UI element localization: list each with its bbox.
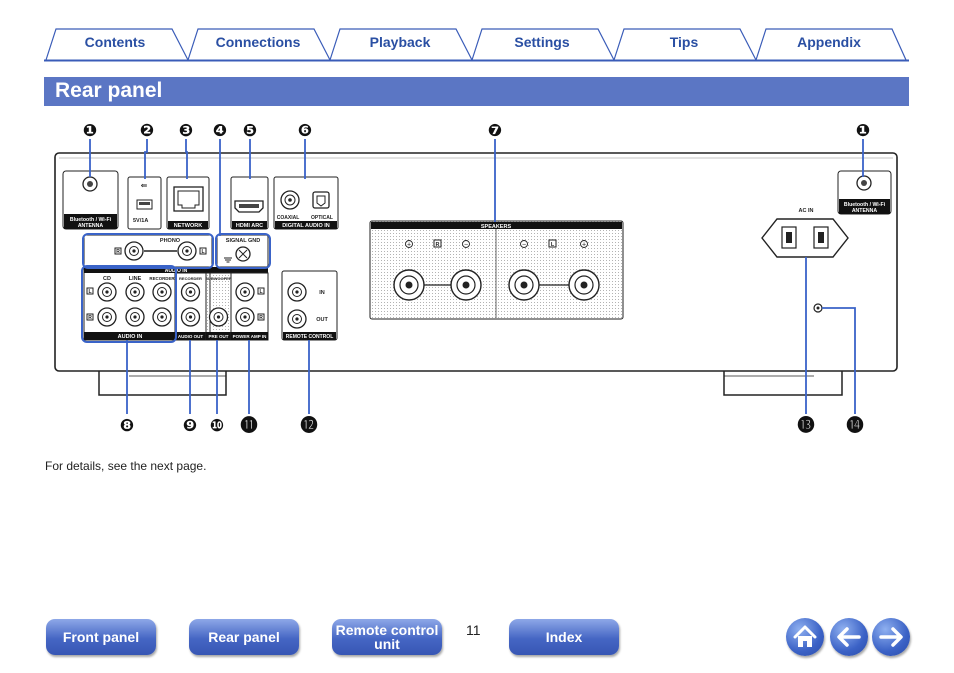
front-panel-label: Front panel [62, 629, 140, 645]
details-note: For details, see the next page. [45, 459, 207, 473]
subwoofer-label: SUBWOOFER [205, 276, 232, 281]
foot-right [723, 371, 843, 396]
antenna-left-label-2: ANTENNA [78, 223, 104, 229]
recorder-in-label: RECORDER [149, 276, 175, 281]
tab-connections[interactable]: Connections [215, 34, 301, 50]
highlight-audio-in [81, 265, 177, 343]
home-icon [793, 625, 817, 647]
power-amp-in-jacks[interactable] [235, 282, 255, 327]
rear-panel-diagram: Bluetooth / Wi-Fi ANTENNA ⇚ 5V/1A NETWOR… [54, 121, 898, 436]
pre-out-label: PRE OUT [208, 334, 228, 339]
rc-in-label: IN [319, 290, 325, 296]
callout-9: ❾ [183, 416, 197, 436]
power-amp-in-label: POWER AMP IN [233, 334, 267, 339]
remote-control-label: REMOTE CONTROL [286, 334, 334, 340]
rc-out-label: OUT [316, 317, 328, 323]
index-button[interactable]: Index [509, 619, 619, 655]
audio-in-l-mark: L [88, 289, 91, 295]
remote-control-label-line1: Remote control [335, 622, 439, 638]
tab-bar: Contents Connections Playback Settings T… [44, 26, 909, 62]
signal-gnd-label: SIGNAL GND [226, 238, 260, 244]
audio-in-bottom-label: AUDIO IN [118, 334, 143, 340]
audio-in-r-mark: R [88, 315, 92, 321]
forward-button[interactable] [872, 618, 910, 656]
highlight-phono [82, 233, 214, 269]
speaker-r-mark: R [436, 242, 440, 248]
arrow-left-icon [837, 627, 861, 647]
optical-label: OPTICAL [311, 215, 333, 221]
svg-text:+: + [407, 242, 411, 249]
recorder-out-label: RECORDER [179, 276, 202, 281]
phono-r-mark: R [116, 249, 120, 255]
page-number: 11 [466, 622, 481, 638]
hdmi-label: HDMI ARC [236, 223, 263, 229]
power-amp-r-mark: R [259, 315, 263, 321]
audio-out-jacks[interactable] [180, 282, 201, 327]
home-button[interactable] [786, 618, 824, 656]
index-label: Index [545, 629, 583, 645]
callout-1-right: ❶ [856, 121, 870, 141]
audio-out-label: AUDIO OUT [178, 334, 204, 339]
foot-left [98, 371, 227, 396]
tab-outlines [44, 28, 909, 62]
remote-control-jacks[interactable] [287, 282, 307, 329]
callout-10: ❿ [210, 416, 224, 436]
speaker-l-mark: L [551, 242, 555, 248]
back-button[interactable] [830, 618, 868, 656]
svg-text:−: − [522, 242, 526, 249]
power-amp-l-mark: L [259, 289, 262, 295]
svg-text:+: + [582, 242, 586, 249]
rear-panel-label: Rear panel [208, 629, 280, 645]
antenna-right-label-1: Bluetooth / Wi-Fi [844, 202, 886, 208]
remote-control-label-line2: unit [374, 636, 400, 652]
callout-12: ⓬ [301, 415, 318, 436]
line-label: LINE [129, 276, 142, 282]
antenna-left-label-1: Bluetooth / Wi-Fi [70, 217, 112, 223]
callout-5: ❺ [243, 121, 257, 141]
tab-settings[interactable]: Settings [514, 34, 570, 50]
callout-8: ❽ [120, 416, 134, 436]
coaxial-label: COAXIAL [277, 215, 300, 221]
remote-control-unit-button[interactable]: Remote control unit [332, 619, 442, 655]
tab-playback[interactable]: Playback [369, 34, 431, 50]
callout-3: ❸ [179, 121, 193, 141]
cd-label: CD [103, 276, 111, 282]
svg-text:−: − [464, 242, 468, 249]
arrow-right-icon [879, 627, 903, 647]
callout-4: ❹ [213, 121, 227, 141]
page-title: Rear panel [55, 79, 163, 102]
usb-icon: ⇚ [141, 181, 148, 190]
callout-14: ⓮ [847, 415, 864, 436]
tab-contents[interactable]: Contents [84, 34, 146, 50]
tab-tips[interactable]: Tips [669, 34, 699, 50]
callout-6: ❻ [298, 121, 312, 141]
network-label: NETWORK [174, 223, 202, 229]
callout-11: ⓫ [241, 415, 258, 436]
title-bar: Rear panel [44, 77, 909, 106]
callout-13: ⓭ [798, 415, 815, 436]
ac-inlet[interactable] [761, 218, 849, 258]
usb-label: 5V/1A [133, 218, 148, 224]
callout-1-left: ❶ [83, 121, 97, 141]
audio-in-jacks[interactable] [97, 282, 172, 327]
callout-lines [89, 139, 864, 414]
speaker-terminals [369, 220, 624, 320]
digital-audio-in-label: DIGITAL AUDIO IN [282, 223, 330, 229]
ac-in-label: AC IN [799, 208, 814, 214]
callout-7: ❼ [488, 121, 502, 141]
speaker-posts[interactable] [393, 269, 600, 301]
front-panel-button[interactable]: Front panel [46, 619, 156, 655]
callout-2: ❷ [140, 121, 154, 141]
phono-label: PHONO [160, 238, 181, 244]
rear-panel-button[interactable]: Rear panel [189, 619, 299, 655]
phono-l-mark: L [201, 249, 204, 255]
tab-appendix[interactable]: Appendix [797, 34, 861, 50]
highlight-signal-gnd [215, 233, 271, 269]
pre-out-jack[interactable] [208, 307, 229, 327]
speakers-label: SPEAKERS [481, 224, 512, 230]
antenna-right-label-2: ANTENNA [852, 208, 878, 214]
